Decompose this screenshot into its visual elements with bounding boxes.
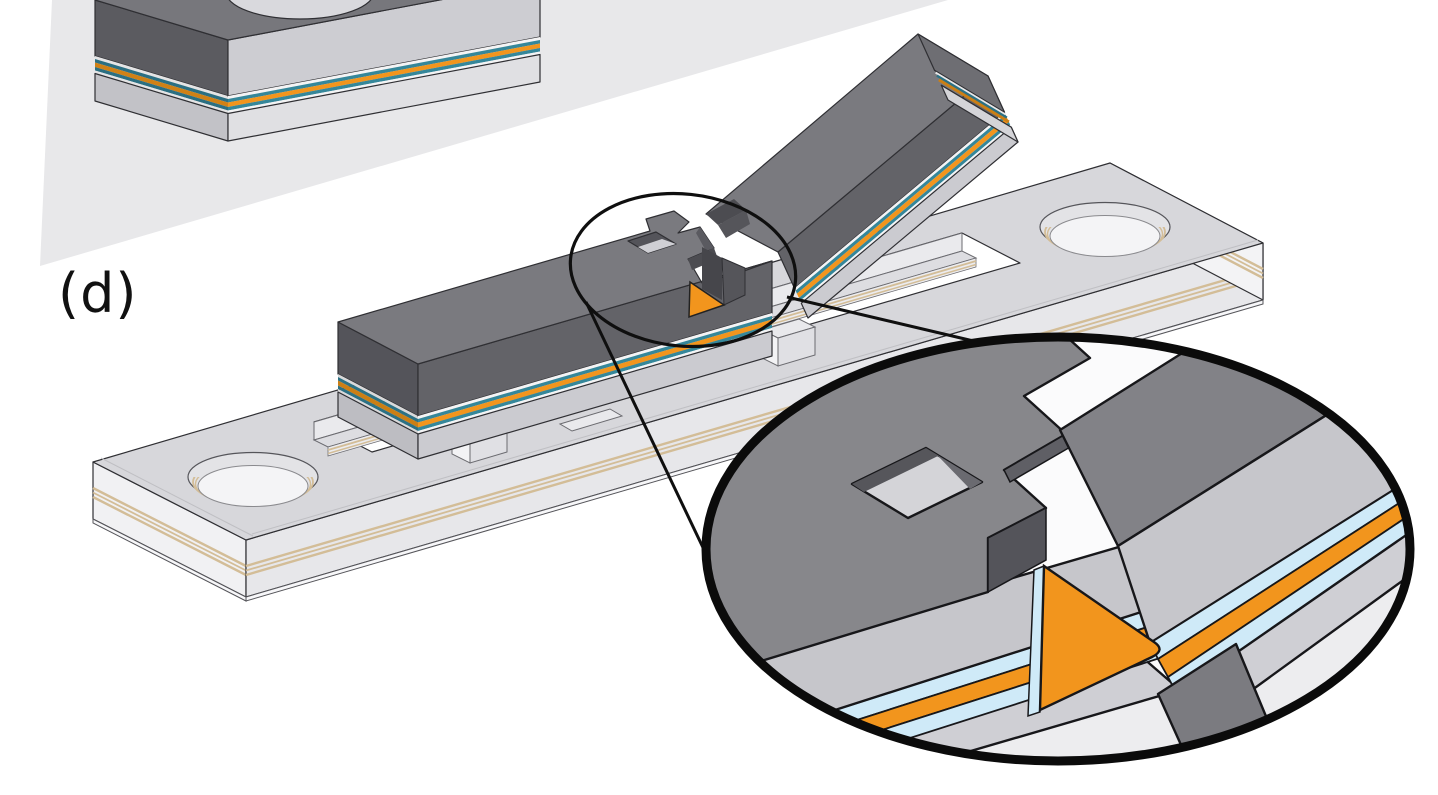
support-step bbox=[558, 408, 624, 432]
flexure-hinge-orange bbox=[688, 280, 726, 319]
leader-line bbox=[584, 301, 709, 557]
alignment-hole-left bbox=[187, 451, 319, 507]
panel-label: (d) bbox=[58, 262, 138, 325]
detail-ellipse-annotation bbox=[568, 191, 798, 349]
beam-notch-wall bbox=[696, 227, 714, 251]
mag-flexure-wedge bbox=[1038, 563, 1161, 712]
beam-front-face bbox=[417, 260, 773, 460]
tilted-beam-end-face bbox=[917, 33, 1019, 143]
flexure-hinge bbox=[688, 257, 746, 319]
beam-notch-diamond-hole bbox=[627, 231, 677, 254]
tilted-beam-notch-wall bbox=[718, 210, 750, 238]
laminated-beam bbox=[337, 210, 773, 460]
corner-piece-hole bbox=[225, 0, 375, 20]
base-plate-front-face bbox=[245, 242, 1264, 598]
adjacent-panel-corner bbox=[94, 0, 541, 142]
corner-piece-right-face bbox=[227, 0, 541, 142]
magnifier-ring bbox=[701, 332, 1415, 766]
beam-end-face bbox=[337, 321, 419, 460]
beam-notch-wall bbox=[702, 247, 722, 300]
tilted-beam-segment bbox=[705, 33, 1019, 319]
mag-diamond-hole bbox=[850, 446, 984, 520]
corner-piece-top-face bbox=[94, 0, 443, 41]
corner-piece-left-face bbox=[94, 0, 229, 142]
alignment-hole-right bbox=[1039, 201, 1171, 257]
hinge-side-wall bbox=[721, 257, 746, 306]
mag-notch-wall bbox=[987, 506, 1047, 594]
leader-line bbox=[786, 295, 983, 345]
